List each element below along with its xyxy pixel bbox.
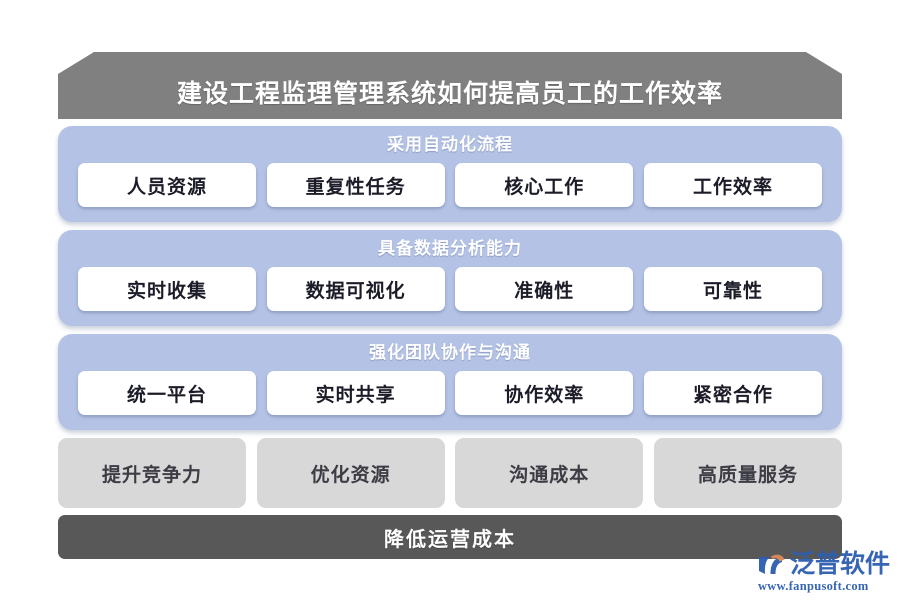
section-card-row-2: 实时收集 数据可视化 准确性 可靠性 xyxy=(78,266,822,312)
header-banner: 建设工程监理管理系统如何提高员工的工作效率 xyxy=(58,52,842,119)
footer-label: 降低运营成本 xyxy=(384,528,516,551)
outcome-card[interactable]: 沟通成本 xyxy=(455,438,644,508)
footer-bar: 降低运营成本 xyxy=(58,515,842,559)
section-panel-1: 采用自动化流程 人员资源 重复性任务 核心工作 工作效率 xyxy=(58,126,842,222)
feature-card[interactable]: 重复性任务 xyxy=(266,163,445,207)
section-title-2: 具备数据分析能力 xyxy=(378,239,522,258)
section-title-1: 采用自动化流程 xyxy=(387,135,513,154)
page-title: 建设工程监理管理系统如何提高员工的工作效率 xyxy=(176,81,723,108)
section-card-row-1: 人员资源 重复性任务 核心工作 工作效率 xyxy=(78,162,822,208)
watermark-top-row: 泛普软件 xyxy=(757,550,890,578)
feature-card[interactable]: 数据可视化 xyxy=(266,267,445,311)
feature-card[interactable]: 协作效率 xyxy=(455,371,634,415)
feature-card[interactable]: 可靠性 xyxy=(643,267,822,311)
outcome-row: 提升竞争力 优化资源 沟通成本 高质量服务 xyxy=(58,438,842,508)
fanpu-swoosh-logo-icon xyxy=(758,554,785,574)
feature-card[interactable]: 工作效率 xyxy=(643,163,822,207)
feature-card[interactable]: 实时收集 xyxy=(78,267,256,311)
outcome-card[interactable]: 高质量服务 xyxy=(653,438,842,508)
outcome-card[interactable]: 优化资源 xyxy=(256,438,445,508)
outcome-card[interactable]: 提升竞争力 xyxy=(58,438,246,508)
watermark-brand: 泛普软件 xyxy=(789,550,890,578)
section-panel-2: 具备数据分析能力 实时收集 数据可视化 准确性 可靠性 xyxy=(58,230,842,326)
section-card-row-3: 统一平台 实时共享 协作效率 紧密合作 xyxy=(78,370,822,416)
feature-card[interactable]: 准确性 xyxy=(455,267,634,311)
feature-card[interactable]: 统一平台 xyxy=(78,371,256,415)
section-panel-3: 强化团队协作与沟通 统一平台 实时共享 协作效率 紧密合作 xyxy=(58,334,842,430)
feature-card[interactable]: 实时共享 xyxy=(266,371,445,415)
feature-card[interactable]: 紧密合作 xyxy=(643,371,822,415)
feature-card[interactable]: 核心工作 xyxy=(455,163,634,207)
section-title-3: 强化团队协作与沟通 xyxy=(369,343,531,362)
watermark: 泛普软件 www.fanpusoft.com xyxy=(757,550,890,594)
watermark-url: www.fanpusoft.com xyxy=(757,579,869,593)
feature-card[interactable]: 人员资源 xyxy=(78,163,256,207)
